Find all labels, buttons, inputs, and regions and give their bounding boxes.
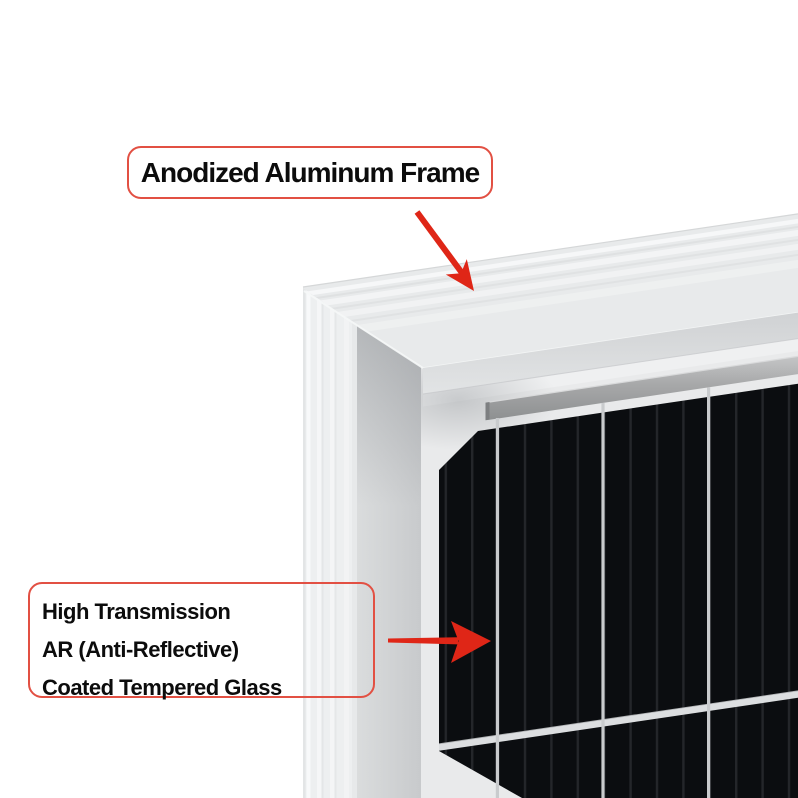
frame-annotation-box: Anodized Aluminum Frame xyxy=(127,146,493,199)
bus-wire xyxy=(495,418,499,798)
frame-arrow-icon xyxy=(414,210,474,291)
glass-annotation-box: High Transmission AR (Anti-Reflective) C… xyxy=(28,582,375,700)
glass-annotation-line-2: AR (Anti-Reflective) xyxy=(42,637,239,662)
glass-annotation-line-3: Coated Tempered Glass xyxy=(42,675,282,700)
frame-inner-lip xyxy=(422,312,798,395)
frame-miter-joint xyxy=(303,290,424,369)
frame-left-face xyxy=(303,288,357,798)
solar-cells xyxy=(438,383,798,798)
busbar-strip xyxy=(485,355,798,421)
glass-annotation-line-1: High Transmission xyxy=(42,599,231,624)
bus-wire xyxy=(707,387,711,798)
frame-annotation-label: Anodized Aluminum Frame xyxy=(140,156,480,188)
glass-arrow-icon xyxy=(388,621,491,663)
bus-wire xyxy=(601,402,605,798)
frame-left-bevel xyxy=(357,326,421,798)
